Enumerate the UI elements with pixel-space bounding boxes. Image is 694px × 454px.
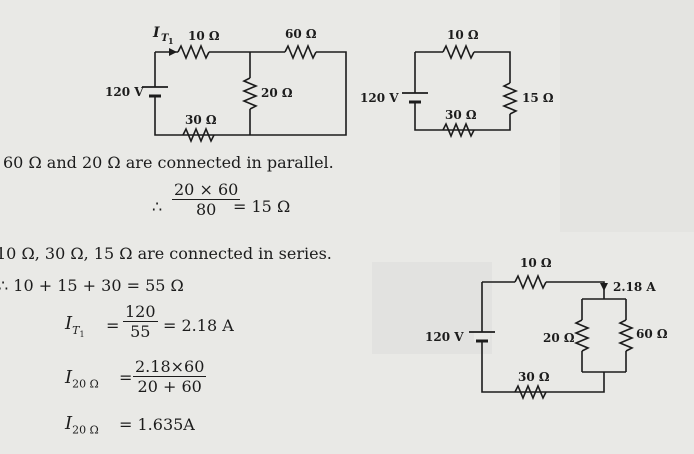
circuit2-r10-label: 10 Ω [447, 28, 479, 42]
total-current-equals: = [106, 316, 120, 335]
parallel-fraction: 20 × 60 80 [172, 180, 241, 219]
resistor-15-zigzag [501, 82, 519, 115]
circuit3-source-label: 120 V [425, 330, 464, 344]
circuit1-current-sub: T [161, 33, 170, 44]
circuit-diagram-current-division: 10 Ω 2.18 A 20 Ω 60 Ω 30 Ω 120 V [425, 256, 668, 401]
circuit1-r20-label: 20 Ω [261, 86, 293, 100]
resistor-20c-zigzag [573, 319, 591, 352]
resistor-10c-zigzag [514, 273, 547, 291]
branch-current-equals: = [119, 368, 133, 387]
total-current-result: = 2.18 A [163, 316, 234, 335]
circuit3-current-label: 2.18 A [613, 280, 656, 294]
branch-current-numerator: 2.18×60 [133, 357, 207, 377]
circuit-diagram-original: I T 1 10 Ω 60 Ω 20 Ω 30 Ω 120 V [105, 25, 347, 144]
total-current-letter: I [65, 313, 73, 334]
circuit1-r60-label: 60 Ω [285, 27, 317, 41]
resistor-60c-zigzag [617, 319, 635, 352]
total-current-symbol: IT1 [65, 313, 85, 339]
resistor-10b-zigzag [442, 43, 475, 61]
series-statement: 10 Ω, 30 Ω, 15 Ω are connected in series… [0, 244, 332, 263]
circuit1-source-label: 120 V [105, 85, 144, 99]
resistor-60-zigzag [284, 43, 317, 61]
resistor-30c-zigzag [514, 383, 547, 401]
branch-current-result-symbol: I20 Ω [65, 413, 99, 437]
branch-current-fraction: 2.18×60 20 + 60 [133, 357, 207, 396]
circuit3-r10-label: 10 Ω [520, 256, 552, 270]
branch-current-symbol: I20 Ω [65, 367, 99, 391]
branch-current-result: = 1.635A [119, 415, 195, 434]
resistor-20-zigzag [241, 77, 259, 110]
parallel-fraction-denominator: 80 [195, 200, 217, 219]
circuit3-r60-label: 60 Ω [636, 327, 668, 341]
circuit2-source-label: 120 V [360, 91, 399, 105]
circuit2-r15-label: 15 Ω [522, 91, 554, 105]
current-arrow [169, 48, 177, 56]
series-sum: ∴ 10 + 15 + 30 = 55 Ω [0, 276, 184, 295]
branch-current-result-sub: 20 Ω [72, 423, 99, 437]
circuit2-r30-label: 30 Ω [445, 108, 477, 122]
circuit1-r10-label: 10 Ω [188, 29, 220, 43]
branch-current-denominator: 20 + 60 [137, 377, 202, 396]
circuit1-current-label: I [152, 25, 160, 41]
circuit-diagram-reduced: 10 Ω 15 Ω 30 Ω 120 V [360, 28, 554, 139]
resistor-30-zigzag [182, 126, 215, 144]
branch-current-sub: 20 Ω [72, 377, 99, 391]
parallel-fraction-numerator: 20 × 60 [172, 180, 241, 200]
parallel-statement: 60 Ω and 20 Ω are connected in parallel. [3, 153, 334, 172]
parallel-result: = 15 Ω [233, 197, 291, 216]
total-current-numerator: 120 [123, 302, 158, 322]
current-arrow-down [600, 283, 608, 291]
branch-current-letter: I [65, 367, 73, 388]
total-current-fraction: 120 55 [123, 302, 158, 341]
circuit1-current-subsub: 1 [168, 36, 174, 46]
total-current-subsub: 1 [79, 329, 85, 339]
total-current-denominator: 55 [130, 322, 151, 341]
show-through-box [372, 262, 492, 354]
circuit3-r20-label: 20 Ω [543, 331, 575, 345]
resistor-30b-zigzag [442, 121, 475, 139]
therefore-symbol-1: ∴ [152, 197, 163, 216]
resistor-10-zigzag [177, 43, 210, 61]
total-current-sub: T [72, 323, 80, 337]
branch-current-result-letter: I [65, 413, 73, 434]
circuit1-r30-label: 30 Ω [185, 113, 217, 127]
circuit3-r30-label: 30 Ω [518, 370, 550, 384]
show-through-strip [560, 0, 694, 232]
